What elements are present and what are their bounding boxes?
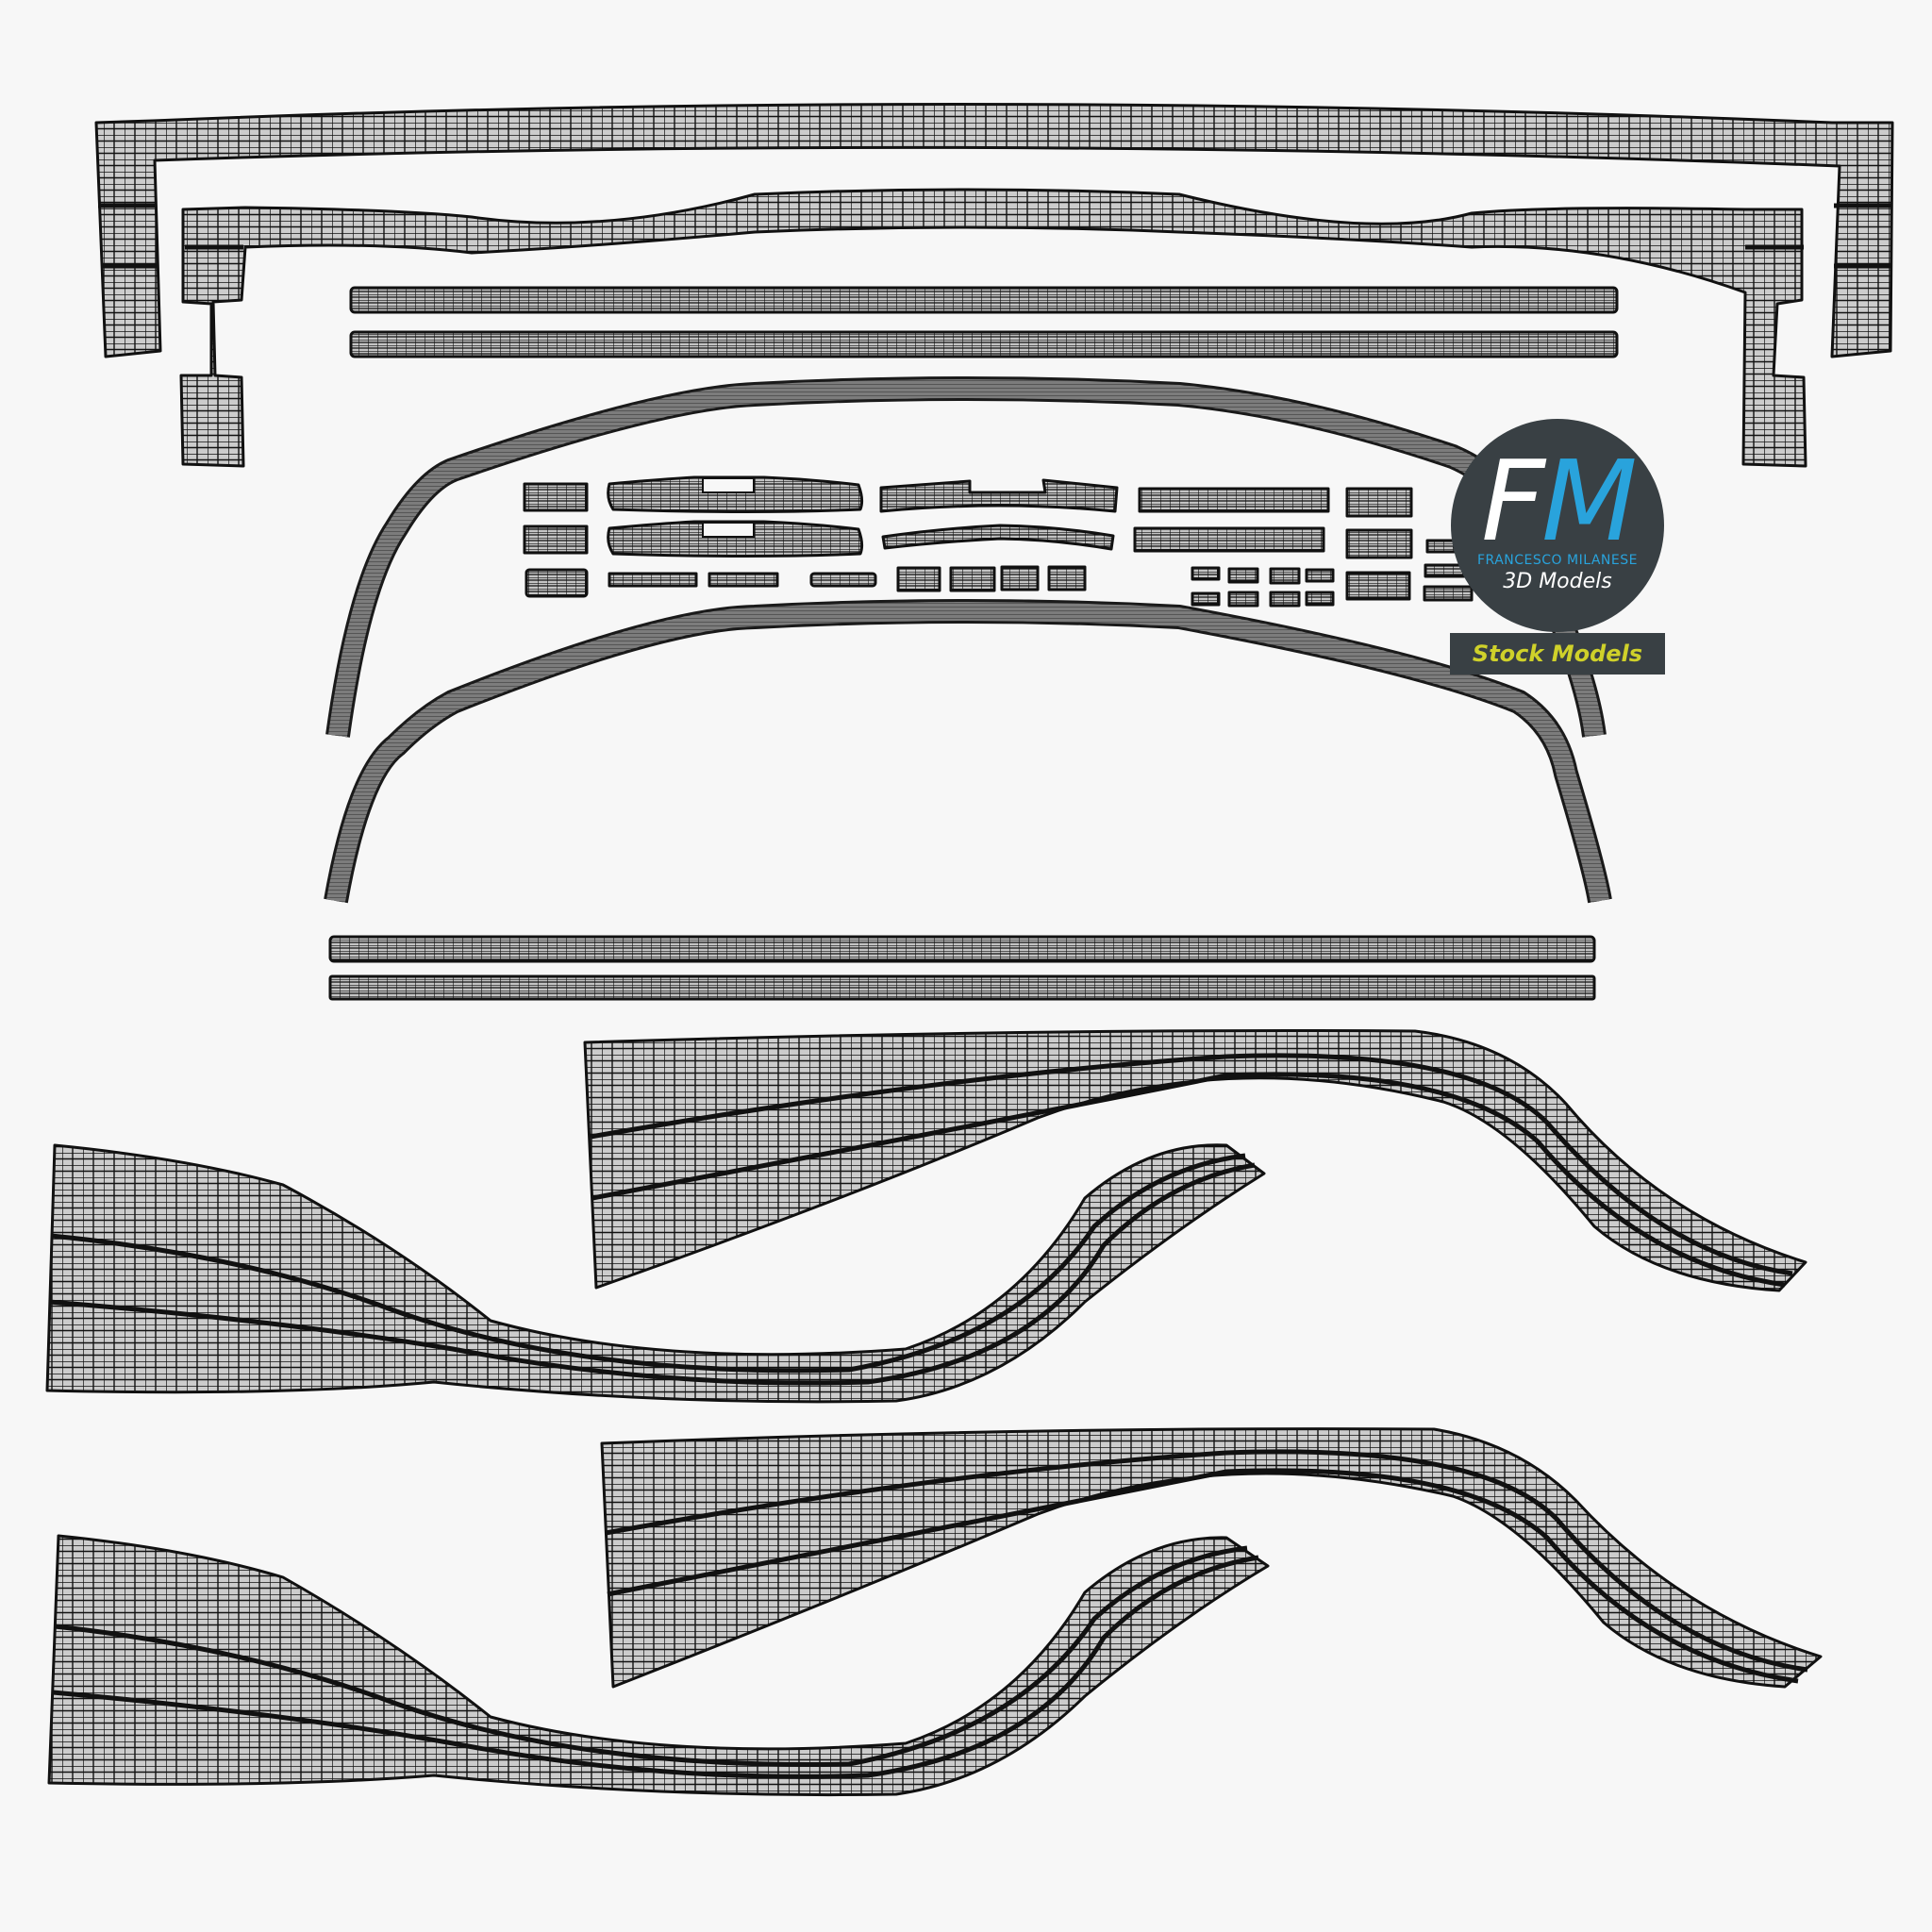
straight-strip-3: [328, 935, 1596, 963]
logo-letter-m: M: [1541, 436, 1638, 566]
stock-models-badge: Stock Models: [1450, 633, 1665, 675]
logo-letter-f: F: [1481, 436, 1545, 566]
straight-strip-4: [328, 974, 1596, 1001]
logo-monogram: FM: [1451, 445, 1664, 557]
logo-subtitle: 3D Models: [1503, 570, 1612, 593]
side-panel-4: [47, 1534, 1270, 1797]
arch-band-lower: [324, 599, 1612, 904]
straight-strip-2: [349, 330, 1619, 358]
side-panel-1: [583, 1029, 1807, 1292]
watermark-logo: FM FRANCESCO MILANESE 3D Models: [1451, 419, 1664, 632]
side-panel-3: [600, 1427, 1823, 1689]
logo-brand-name: FRANCESCO MILANESE: [1477, 553, 1638, 568]
straight-strip-1: [349, 286, 1619, 314]
top-frame-outer: [94, 102, 1894, 358]
top-frame-inner: [179, 188, 1807, 468]
side-panel-2: [45, 1143, 1266, 1404]
small-pieces-cluster: [523, 475, 1474, 608]
